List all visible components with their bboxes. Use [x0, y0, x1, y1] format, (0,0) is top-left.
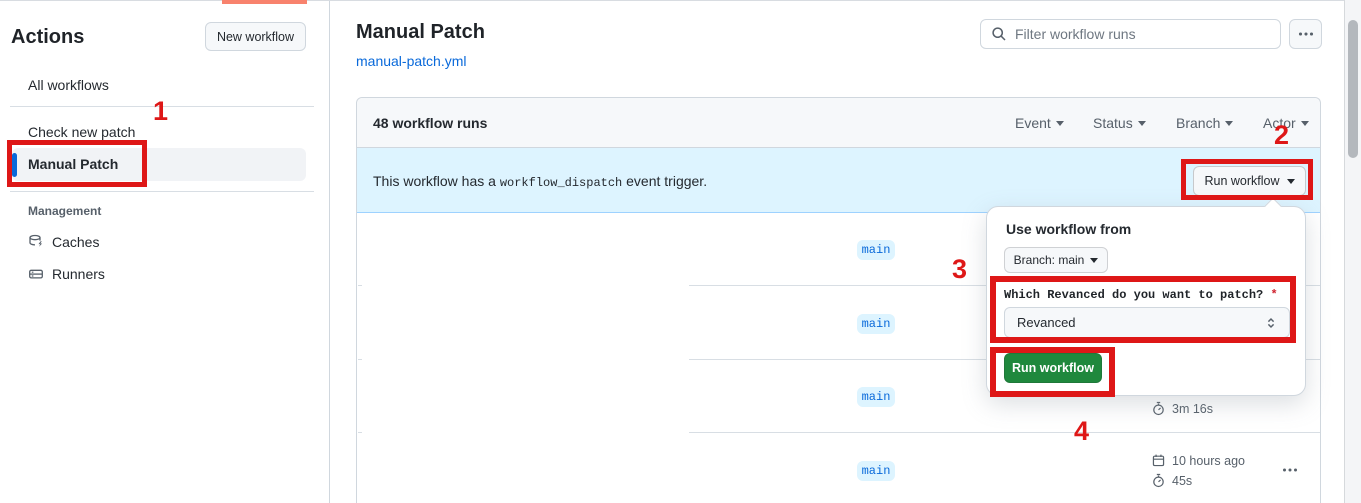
row-divider: [358, 432, 1320, 433]
scrollbar-track[interactable]: [1344, 0, 1361, 503]
selected-item-accent-bar: [12, 153, 17, 177]
branch-badge[interactable]: main: [857, 461, 895, 481]
branch-badge[interactable]: main: [857, 314, 895, 334]
sidebar-item-runners[interactable]: Runners: [28, 266, 105, 282]
branch-selector-button[interactable]: Branch: main: [1004, 247, 1108, 273]
run-time-label: 10 hours ago: [1172, 453, 1245, 468]
page-title: Manual Patch: [356, 21, 485, 43]
run-duration: 3m 16s: [1151, 401, 1213, 416]
filter-actor-dropdown[interactable]: Actor: [1263, 115, 1309, 131]
run-duration-label: 45s: [1172, 473, 1193, 488]
revanced-select[interactable]: Revanced: [1004, 307, 1290, 338]
branch-badge[interactable]: main: [857, 387, 895, 407]
filter-event-dropdown[interactable]: Event: [1015, 115, 1064, 131]
use-workflow-from-label: Use workflow from: [1006, 221, 1132, 237]
management-section-label: Management: [28, 204, 102, 218]
run-duration: 45s: [1151, 473, 1192, 488]
calendar-icon: [1151, 453, 1166, 468]
blank-runs-column: [362, 214, 689, 503]
workflow-input-label: Which Revanced do you want to patch? *: [1004, 288, 1278, 302]
revanced-select-value: Revanced: [1017, 315, 1076, 330]
workflow-options-kebab-button[interactable]: [1289, 19, 1322, 49]
window-top-border: [0, 0, 1361, 1]
run-workflow-dropdown-button[interactable]: Run workflow: [1193, 166, 1306, 196]
stopwatch-icon: [1151, 473, 1166, 488]
filter-event-label: Event: [1015, 115, 1051, 131]
sidebar-item-all-workflows[interactable]: All workflows: [28, 77, 109, 93]
scrollbar-thumb[interactable]: [1348, 20, 1358, 158]
chevron-down-icon: [1286, 178, 1295, 184]
runners-icon: [28, 266, 44, 282]
up-down-chevron-icon: [1265, 317, 1277, 329]
run-workflow-submit-button[interactable]: Run workflow: [1004, 353, 1102, 383]
runs-card-header: 48 workflow runs Event Status Branch Act…: [357, 98, 1320, 148]
sidebar-item-runners-label: Runners: [52, 266, 105, 282]
filter-branch-label: Branch: [1176, 115, 1221, 131]
search-icon: [991, 26, 1007, 42]
filter-branch-dropdown[interactable]: Branch: [1176, 115, 1234, 131]
workflow-runs-card: 48 workflow runs Event Status Branch Act…: [356, 97, 1321, 503]
chevron-down-icon: [1055, 120, 1064, 126]
branch-badge[interactable]: main: [857, 240, 895, 260]
run-workflow-panel: Use workflow from Branch: main Which Rev…: [986, 197, 1306, 396]
sidebar-title: Actions: [11, 26, 85, 48]
run-duration-label: 3m 16s: [1172, 401, 1213, 416]
sidebar-divider: [10, 191, 314, 192]
row-divider: [358, 359, 1320, 360]
sidebar-item-manual-patch[interactable]: [12, 148, 306, 181]
chevron-down-icon: [1225, 120, 1234, 126]
filter-status-label: Status: [1093, 115, 1133, 131]
sidebar-item-caches-label: Caches: [52, 234, 100, 250]
kebab-horizontal-icon: [1282, 462, 1298, 478]
branch-selector-label: Branch: main: [1013, 253, 1085, 267]
banner-text: This workflow has a workflow_dispatch ev…: [373, 173, 707, 190]
banner-text-after: event trigger.: [622, 173, 708, 189]
workflow-file-link[interactable]: manual-patch.yml: [356, 53, 467, 69]
cache-icon: [28, 234, 44, 250]
annotation-number-3: 3: [952, 254, 968, 284]
filter-workflow-runs-box: [980, 19, 1281, 49]
filter-workflow-runs-input[interactable]: [1015, 26, 1270, 42]
new-workflow-button[interactable]: New workflow: [205, 22, 306, 51]
sidebar-item-check-new-patch[interactable]: Check new patch: [28, 124, 136, 140]
annotation-number-2: 2: [1274, 120, 1290, 150]
run-workflow-dropdown-label: Run workflow: [1204, 174, 1280, 188]
actions-sidebar: Actions New workflow All workflows Check…: [0, 1, 330, 503]
sidebar-divider: [10, 106, 314, 107]
sidebar-item-caches[interactable]: Caches: [28, 234, 99, 250]
workflow-dispatch-banner: This workflow has a workflow_dispatch ev…: [357, 148, 1320, 213]
stopwatch-icon: [1151, 401, 1166, 416]
workflow-runs-count: 48 workflow runs: [373, 115, 488, 131]
annotation-number-4: 4: [1074, 416, 1090, 446]
banner-code: workflow_dispatch: [499, 176, 623, 190]
workflow-input-label-text: Which Revanced do you want to patch?: [1004, 288, 1264, 302]
sidebar-item-manual-patch-label: Manual Patch: [28, 156, 119, 172]
banner-text-before: This workflow has a: [373, 173, 500, 189]
run-options-kebab-button[interactable]: [1282, 462, 1298, 478]
chevron-down-icon: [1090, 257, 1099, 263]
annotation-top-bar: [222, 0, 307, 4]
row-divider: [358, 285, 1320, 286]
filter-actor-label: Actor: [1263, 115, 1296, 131]
chevron-down-icon: [1137, 120, 1146, 126]
annotation-number-1: 1: [153, 96, 169, 126]
required-asterisk: *: [1270, 288, 1278, 302]
run-time: 10 hours ago: [1151, 453, 1245, 468]
kebab-horizontal-icon: [1298, 26, 1314, 42]
chevron-down-icon: [1300, 120, 1309, 126]
filter-status-dropdown[interactable]: Status: [1093, 115, 1146, 131]
